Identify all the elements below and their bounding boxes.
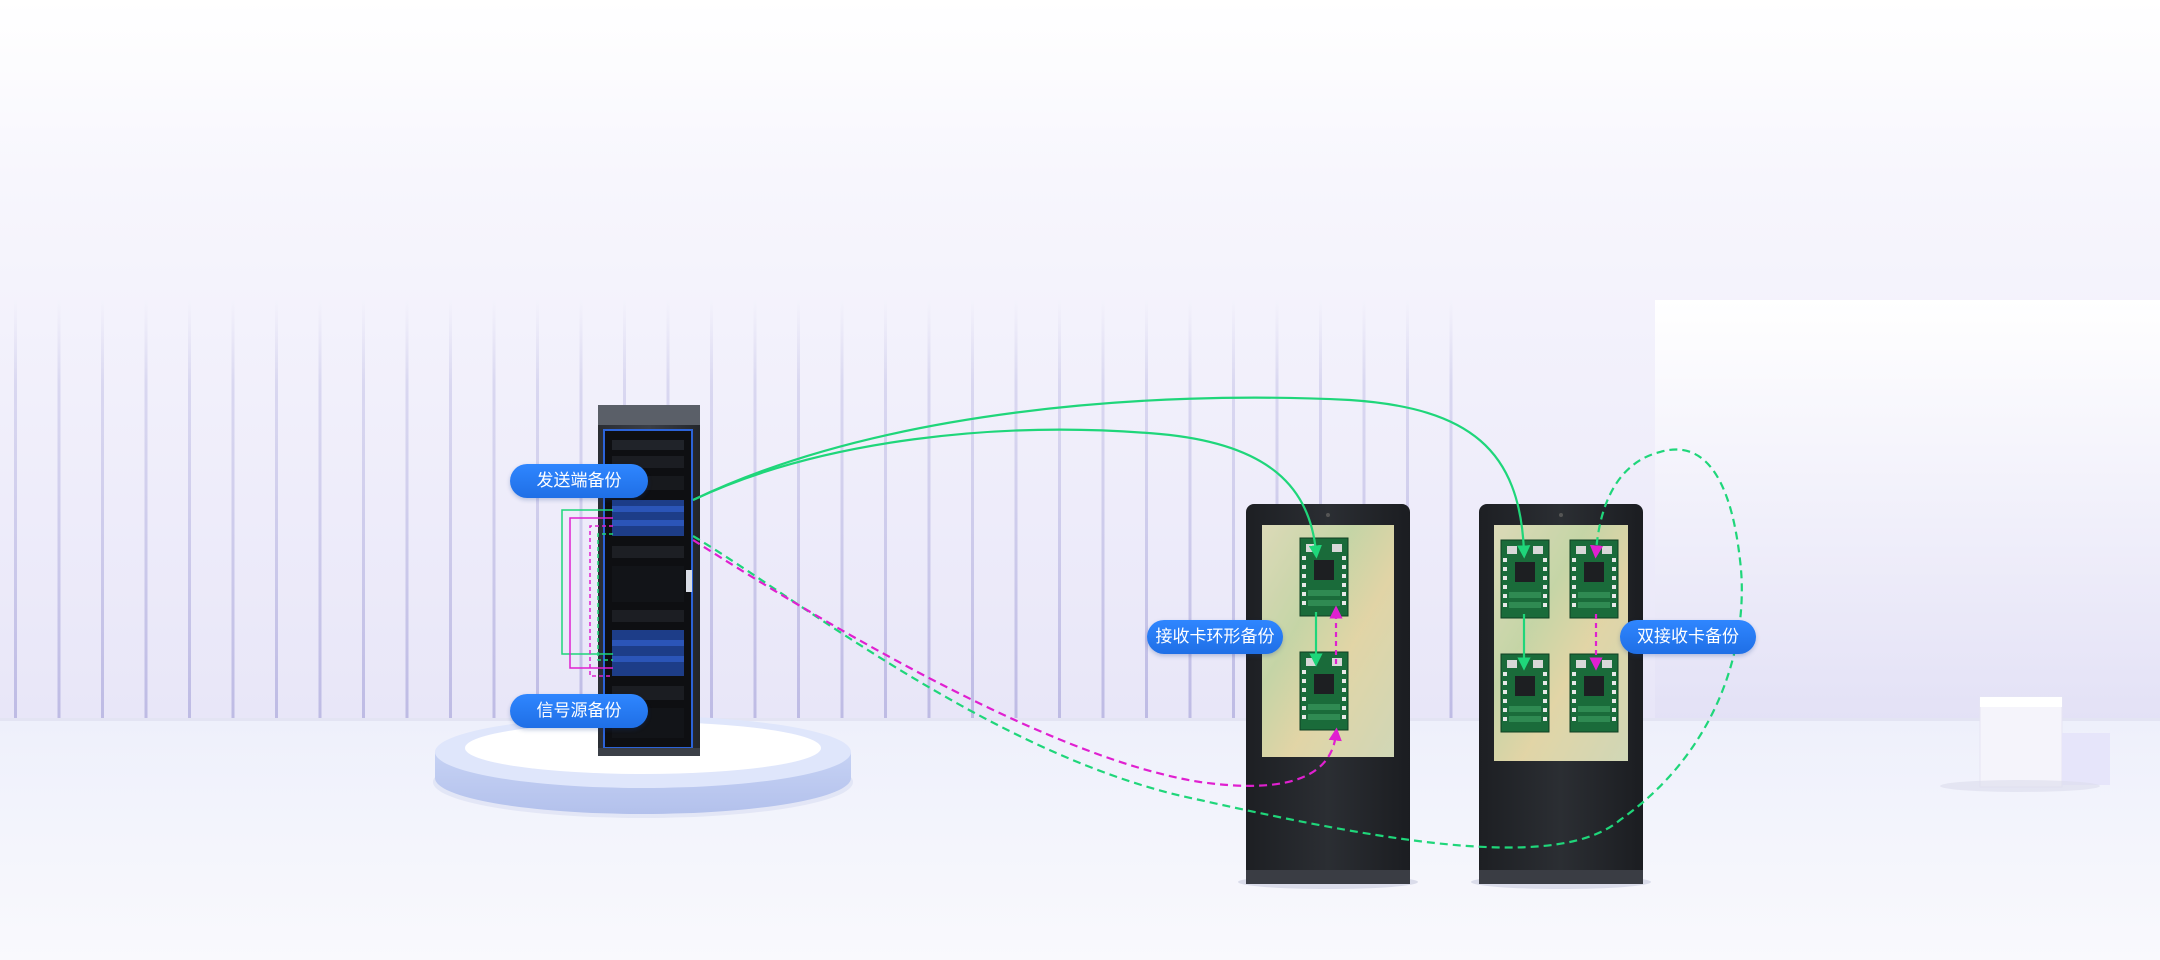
- signal-source-backup-label: 信号源备份: [510, 694, 648, 728]
- wall-stripe: [710, 300, 713, 720]
- wall-stripe: [536, 300, 539, 720]
- wall-stripe: [101, 300, 104, 720]
- connection-lines: [692, 396, 1743, 849]
- floor: [0, 718, 2160, 960]
- receiver-loop-backup-label: 接收卡环形备份: [1147, 620, 1283, 654]
- wall-stripe: [840, 300, 844, 720]
- receiver-card-icon: [1299, 537, 1349, 617]
- wall-stripe: [1232, 300, 1235, 720]
- wall-stripe: [449, 300, 452, 720]
- wall-stripe: [1145, 300, 1148, 720]
- wall-stripe: [362, 300, 365, 720]
- wall-stripe: [231, 300, 235, 720]
- receiver-card-icon: [1569, 539, 1619, 619]
- wall-stripe: [797, 300, 800, 720]
- receiver-card-icon: [1299, 651, 1349, 731]
- sender-backup-label: 发送端备份: [510, 464, 648, 498]
- primary-link-to-left-kiosk: [692, 428, 1322, 559]
- wall-stripe: [1101, 300, 1105, 720]
- wall-stripe: [57, 300, 61, 720]
- wall-stripe: [1188, 300, 1192, 720]
- wall-stripe: [753, 300, 757, 720]
- sender-backup-magenta-link: [692, 539, 1342, 787]
- wall-stripe: [971, 300, 974, 720]
- wall-stripe: [1014, 300, 1018, 720]
- primary-link-to-right-kiosk: [692, 396, 1531, 559]
- wall-stripe: [1058, 300, 1061, 720]
- signal-source-backup-links: [561, 509, 613, 677]
- decor-boxes: [1940, 696, 2110, 792]
- wall-stripe: [318, 300, 322, 720]
- sender-backup-green-loop: [692, 448, 1743, 849]
- wall-stripe: [144, 300, 148, 720]
- wall-stripe: [927, 300, 931, 720]
- wall-stripe: [884, 300, 887, 720]
- receiver-card-icon: [1500, 653, 1550, 733]
- dual-receiver-backup-label: 双接收卡备份: [1620, 620, 1756, 654]
- wall-stripe: [275, 300, 278, 720]
- floor-edge: [0, 718, 2160, 721]
- wall-stripe: [405, 300, 409, 720]
- receiver-card-icon: [1569, 653, 1619, 733]
- kiosk-display-icon: [1471, 504, 1651, 889]
- wall-stripe: [1449, 300, 1453, 720]
- wall-stripe: [188, 300, 191, 720]
- wall-stripe: [492, 300, 496, 720]
- wall-stripe: [14, 300, 17, 720]
